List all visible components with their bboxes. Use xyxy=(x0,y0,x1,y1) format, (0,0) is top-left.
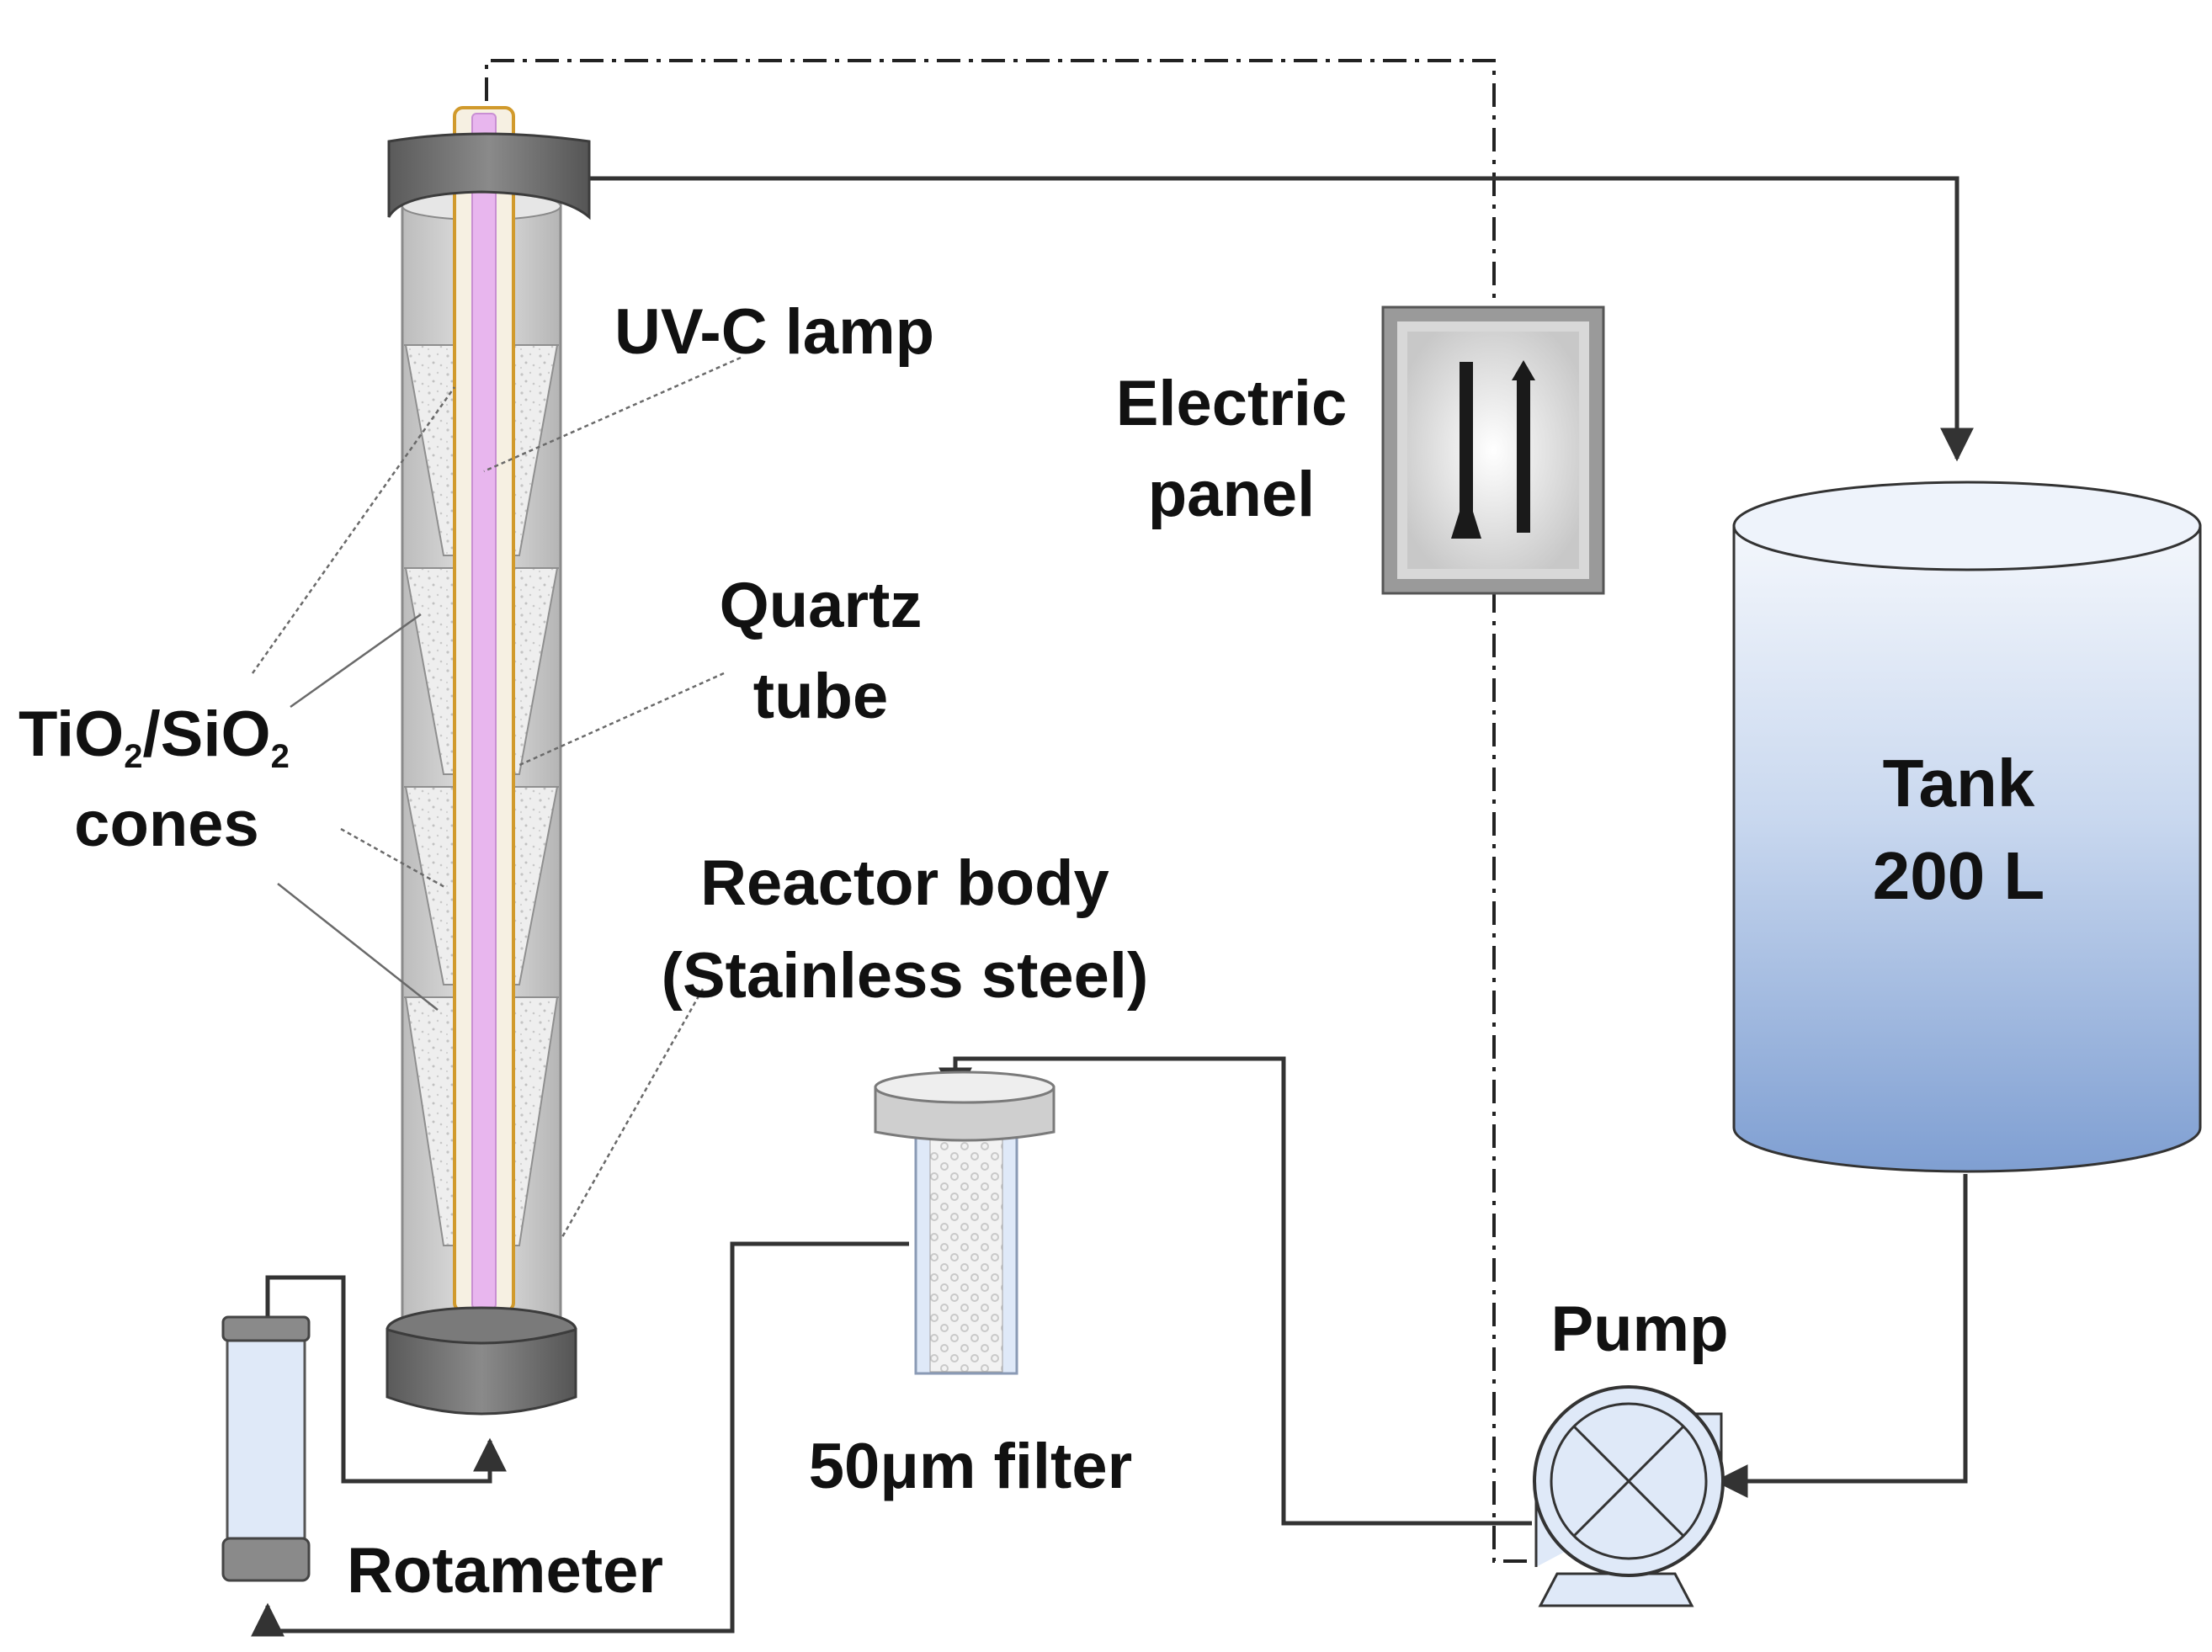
uv-c-lamp xyxy=(471,113,497,1309)
label-uv-lamp: UV-C lamp xyxy=(614,296,934,368)
pipe-tank-to-pump xyxy=(1714,1174,1968,1498)
rotameter xyxy=(221,1315,311,1582)
label-rotameter: Rotameter xyxy=(347,1535,663,1607)
pipe-rotameter-to-reactor xyxy=(265,1275,507,1484)
label-reactor-line2: (Stainless steel) xyxy=(662,940,1149,1012)
reactor xyxy=(386,106,591,1416)
reactor-top-cap xyxy=(387,132,591,220)
tank xyxy=(1732,481,2202,1173)
control-line xyxy=(485,59,1540,1563)
label-reactor-line1: Reactor body xyxy=(700,847,1109,919)
pump-impeller-icon xyxy=(1572,1425,1685,1538)
label-filter: 50μm filter xyxy=(809,1431,1132,1502)
label-electric-line1: Electric xyxy=(1116,368,1348,439)
label-pump: Pump xyxy=(1550,1293,1728,1365)
leader-cone-3 xyxy=(340,827,447,890)
switch-lever-icon xyxy=(1451,360,1535,539)
labels: UV-C lamp Quartz tube TiO2/SiO2 cones Re… xyxy=(19,296,2045,1607)
label-quartz-line1: Quartz xyxy=(720,570,923,641)
pump xyxy=(1533,1385,1725,1607)
label-cones-sub2: 2 xyxy=(271,738,290,775)
label-cones-line2: cones xyxy=(74,789,259,860)
label-cones-sio: /SiO xyxy=(143,699,271,770)
leader-uv-lamp xyxy=(483,356,742,473)
electric-panel xyxy=(1381,305,1605,595)
pipe-filter-to-rotameter xyxy=(251,1241,909,1637)
reactor-bottom-cap xyxy=(386,1328,577,1416)
pipe-reactor-to-tank xyxy=(589,176,1974,462)
filter xyxy=(874,1070,1055,1375)
label-cones-sub1: 2 xyxy=(124,738,142,775)
leader-lines xyxy=(251,356,742,1238)
leader-cone-4 xyxy=(277,883,439,1011)
leader-reactor xyxy=(561,988,705,1238)
label-cones-tio: TiO xyxy=(19,699,124,770)
piping xyxy=(251,176,1974,1637)
label-tank-line1: Tank xyxy=(1883,746,2035,821)
tio2-sio2-cones xyxy=(404,344,559,1246)
leader-cone-2 xyxy=(290,613,422,709)
label-quartz-line2: tube xyxy=(753,661,888,732)
label-tank-line2: 200 L xyxy=(1873,838,2045,913)
label-electric-line2: panel xyxy=(1148,459,1316,530)
label-cones-line1: TiO2/SiO2 xyxy=(19,699,290,775)
leader-cone-1 xyxy=(251,386,456,674)
